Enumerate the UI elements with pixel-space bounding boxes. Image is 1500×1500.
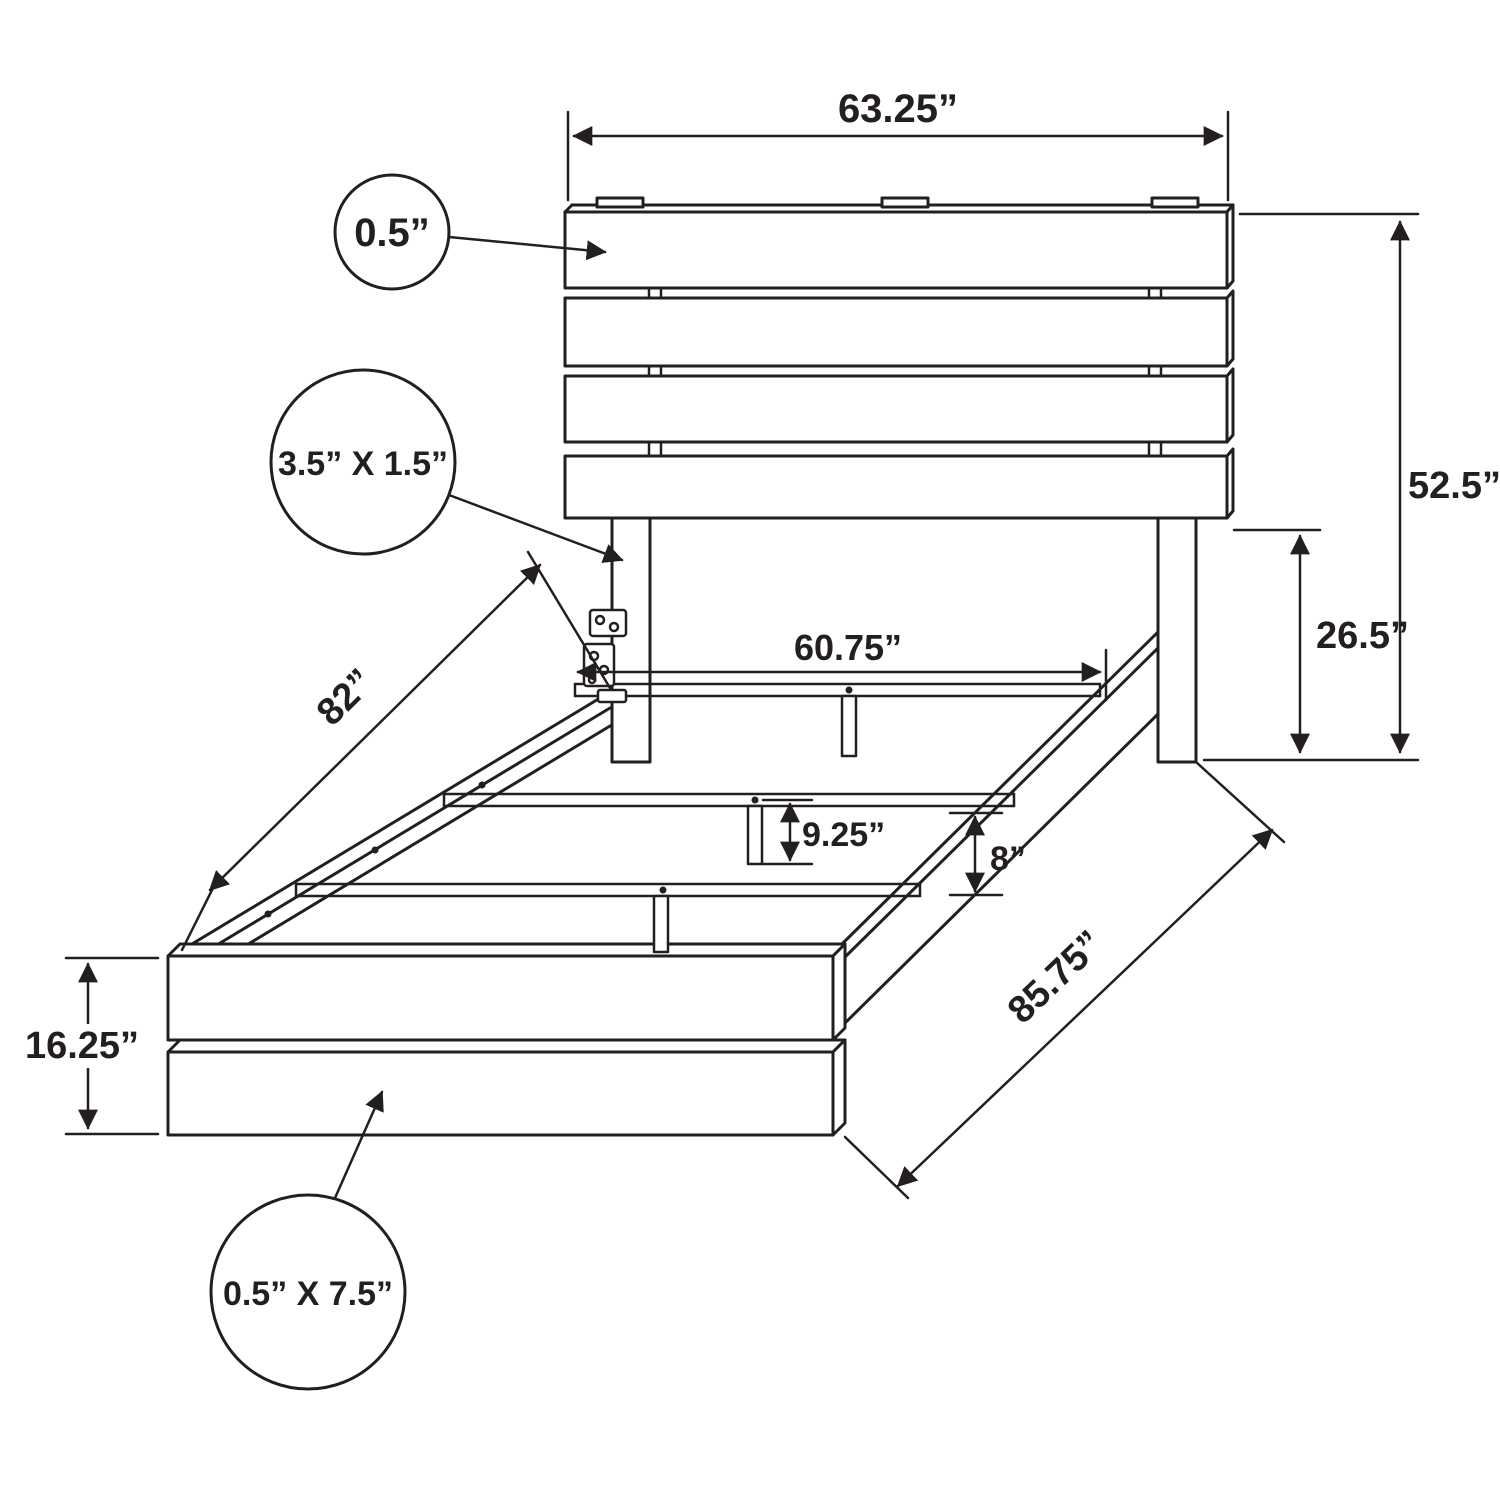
headboard-gap-leg-lines xyxy=(647,286,1163,458)
headboard-top-tab xyxy=(880,196,930,209)
headboard-slat-1 xyxy=(563,210,1229,290)
dimension-side-rail-length: 82” xyxy=(180,550,612,952)
callout-circle xyxy=(269,368,457,556)
center-support-leg-rear xyxy=(840,694,858,758)
dimension-headboard-width: 63.25” xyxy=(566,87,1230,202)
support-slat-rear xyxy=(573,682,1102,758)
callout-footboard-board-size: 0.5” X 7.5” xyxy=(209,1090,407,1391)
headboard-board-callout-label: 0.5” xyxy=(354,211,430,255)
footboard-upper-end-face xyxy=(831,942,847,1042)
rail-board-height-label: 8” xyxy=(990,840,1026,878)
footboard-top-face xyxy=(166,942,847,958)
support-slat-front xyxy=(294,882,922,954)
callout-circle xyxy=(333,173,451,291)
left-side-rail xyxy=(180,690,612,986)
footboard-board-callout-label: 0.5” X 7.5” xyxy=(223,1275,393,1313)
footboard-gap-face xyxy=(166,1038,847,1054)
dimension-overall-length: 85.75” xyxy=(843,760,1286,1200)
left-leg xyxy=(610,516,652,764)
side-rail-length-label: 82” xyxy=(309,661,382,734)
headboard xyxy=(563,196,1235,520)
headboard-top-tab xyxy=(1150,196,1200,209)
callout-leader-arrow xyxy=(447,493,624,563)
footboard-height-label: 16.25” xyxy=(25,1025,139,1067)
footboard-lower-board xyxy=(166,1050,835,1137)
dimension-slat-span: 60.75” xyxy=(576,627,1108,702)
overall-height-label: 52.5” xyxy=(1408,465,1500,507)
dimension-footboard-height: 16.25” xyxy=(16,956,160,1136)
leg-cross-section-callout-label: 3.5” X 1.5” xyxy=(278,445,448,483)
headboard-slat-3 xyxy=(563,374,1229,444)
center-support-leg-front xyxy=(652,894,670,954)
headboard-top-tab xyxy=(595,196,645,209)
callout-leg-cross-section: 3.5” X 1.5” xyxy=(269,368,624,563)
center-support-leg-middle xyxy=(746,804,764,866)
headboard-slat-4 xyxy=(563,454,1229,520)
headboard-slat-2 xyxy=(563,296,1229,368)
label-backplate xyxy=(16,1024,150,1068)
overall-length-label: 85.75” xyxy=(1000,923,1112,1032)
dimension-overall-height: 52.5” xyxy=(1202,212,1500,762)
support-slat-middle xyxy=(442,792,1016,866)
right-side-rail xyxy=(841,630,1160,1027)
callout-leader-arrow xyxy=(447,235,607,261)
right-leg xyxy=(1156,516,1198,764)
dimension-leg-height: 26.5” xyxy=(1232,528,1409,754)
callout-headboard-board-thickness: 0.5” xyxy=(333,173,607,291)
footboard xyxy=(166,942,847,1137)
center-support-height-label: 9.25” xyxy=(802,816,885,854)
slat-span-label: 60.75” xyxy=(794,627,902,668)
headboard-width-label: 63.25” xyxy=(838,87,958,131)
leg-height-label: 26.5” xyxy=(1316,615,1409,657)
footboard-lower-end-face xyxy=(831,1038,847,1137)
callout-leader-arrow xyxy=(333,1090,384,1200)
callout-circle xyxy=(209,1193,407,1391)
footboard-upper-board xyxy=(166,954,835,1042)
dimension-center-support-height: 9.25” xyxy=(761,798,885,866)
headboard-legs xyxy=(610,516,1198,764)
